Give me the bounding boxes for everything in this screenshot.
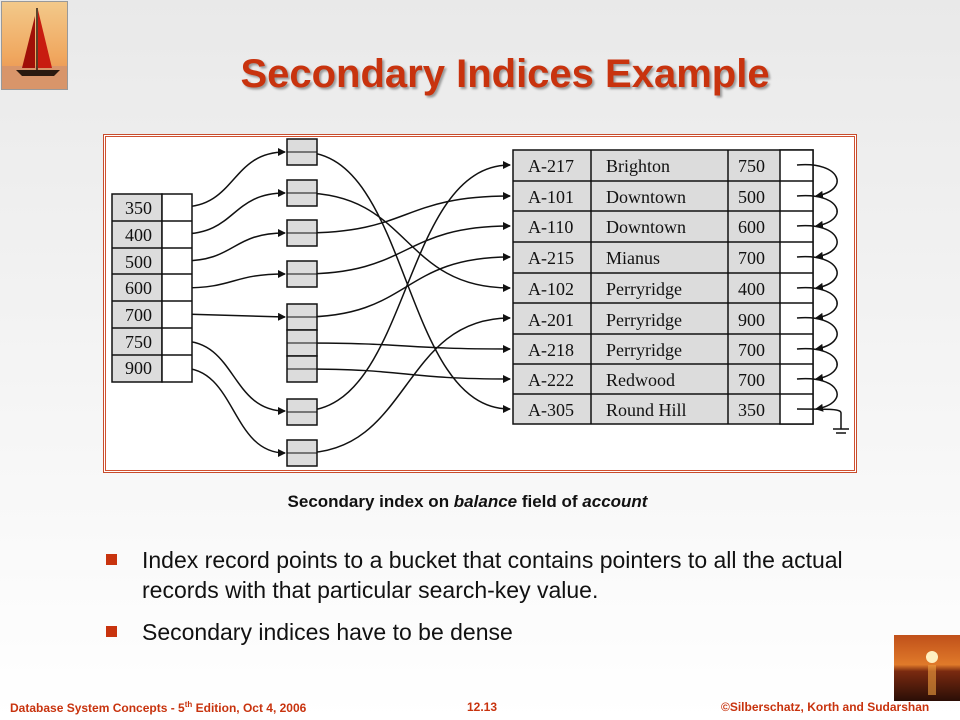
- record-branch: Perryridge: [606, 340, 682, 360]
- pointer-arrow: [181, 229, 286, 262]
- index-key: 750: [125, 332, 152, 352]
- index-key: 600: [125, 278, 152, 298]
- chain-arrow: [796, 408, 842, 414]
- pointer-arrow: [301, 151, 511, 413]
- record-branch: Downtown: [606, 187, 686, 207]
- sailboat-logo: [1, 1, 68, 90]
- record-branch: Mianus: [606, 248, 660, 268]
- pointer-arrow: [301, 192, 511, 234]
- bullet-item: Secondary indices have to be dense: [106, 617, 886, 647]
- chain-arrow: [796, 194, 838, 229]
- record-branch: Brighton: [606, 156, 670, 176]
- pointer-arrow: [301, 222, 511, 275]
- record-balance: 900: [738, 310, 765, 330]
- index-key: 400: [125, 225, 152, 245]
- footer: Database System Concepts - 5th Edition, …: [0, 700, 960, 720]
- square-bullet-icon: [106, 626, 117, 637]
- pointer-arrow: [301, 161, 511, 412]
- chain-arrow: [796, 255, 838, 291]
- figure-frame: 350 400 500 600 700 750 900 A-217 B: [105, 136, 855, 471]
- pointer-arrow: [301, 314, 511, 454]
- index-key: 900: [125, 358, 152, 378]
- record-branch: Perryridge: [606, 279, 682, 299]
- chain-arrow: [796, 316, 838, 352]
- figure-caption: Secondary index on balance field of acco…: [287, 492, 648, 511]
- record-branch: Redwood: [606, 370, 675, 390]
- pointer-arrow: [301, 342, 511, 353]
- record-branch: Downtown: [606, 217, 686, 237]
- record-account: A-102: [528, 279, 574, 299]
- record-balance: 700: [738, 340, 765, 360]
- pointer-arrow: [301, 368, 511, 383]
- record-chain-pointers: [796, 163, 842, 414]
- record-account: A-305: [528, 400, 574, 420]
- bullet-list: Index record points to a bucket that con…: [106, 545, 886, 659]
- record-account: A-201: [528, 310, 574, 330]
- record-account: A-215: [528, 248, 574, 268]
- account-file: A-217 Brighton 750 A-101 Downtown 500 A-…: [512, 149, 814, 425]
- record-account: A-218: [528, 340, 574, 360]
- pointer-arrow: [181, 367, 286, 457]
- footer-book: Database System Concepts - 5th Edition, …: [10, 700, 307, 715]
- caption-field: balance: [453, 492, 518, 511]
- record-branch: Perryridge: [606, 310, 682, 330]
- index-key: 700: [125, 305, 152, 325]
- chain-arrow: [796, 347, 838, 382]
- footer-copyright: ©Silberschatz, Korth and Sudarshan: [721, 700, 930, 714]
- pointer-arrow: [181, 340, 286, 415]
- record-balance: 700: [738, 248, 765, 268]
- index-key: 500: [125, 252, 152, 272]
- pointer-arrow: [181, 270, 286, 289]
- bullet-item: Index record points to a bucket that con…: [106, 545, 886, 605]
- chain-arrow: [796, 163, 838, 199]
- index-key: 350: [125, 198, 152, 218]
- record-account: A-217: [528, 156, 574, 176]
- caption-relation: account: [582, 492, 648, 511]
- chain-arrow: [796, 224, 838, 260]
- slide-title: Secondary Indices Example: [240, 52, 770, 96]
- record-balance: 500: [738, 187, 765, 207]
- pointer-arrow: [181, 312, 286, 321]
- record-account: A-110: [528, 217, 573, 237]
- pointer-arrow: [301, 192, 511, 292]
- chain-arrow: [796, 286, 838, 321]
- record-balance: 400: [738, 279, 765, 299]
- record-branch: Round Hill: [606, 400, 687, 420]
- square-bullet-icon: [106, 554, 117, 565]
- footer-page-number: 12.13: [467, 700, 498, 714]
- record-account: A-101: [528, 187, 574, 207]
- record-balance: 750: [738, 156, 765, 176]
- record-balance: 700: [738, 370, 765, 390]
- null-pointer-icon: [833, 413, 849, 434]
- sunset-logo: [894, 635, 960, 701]
- index-file: 350 400 500 600 700 750 900: [111, 193, 193, 383]
- chain-arrow: [796, 377, 838, 412]
- secondary-index-diagram: 350 400 500 600 700 750 900 A-217 B: [111, 138, 849, 467]
- record-account: A-222: [528, 370, 574, 390]
- pointer-arrows: [181, 148, 511, 457]
- record-balance: 600: [738, 217, 765, 237]
- pointer-arrow: [181, 148, 286, 208]
- pointer-arrow: [181, 189, 286, 235]
- bucket-column: [286, 138, 318, 467]
- record-balance: 350: [738, 400, 765, 420]
